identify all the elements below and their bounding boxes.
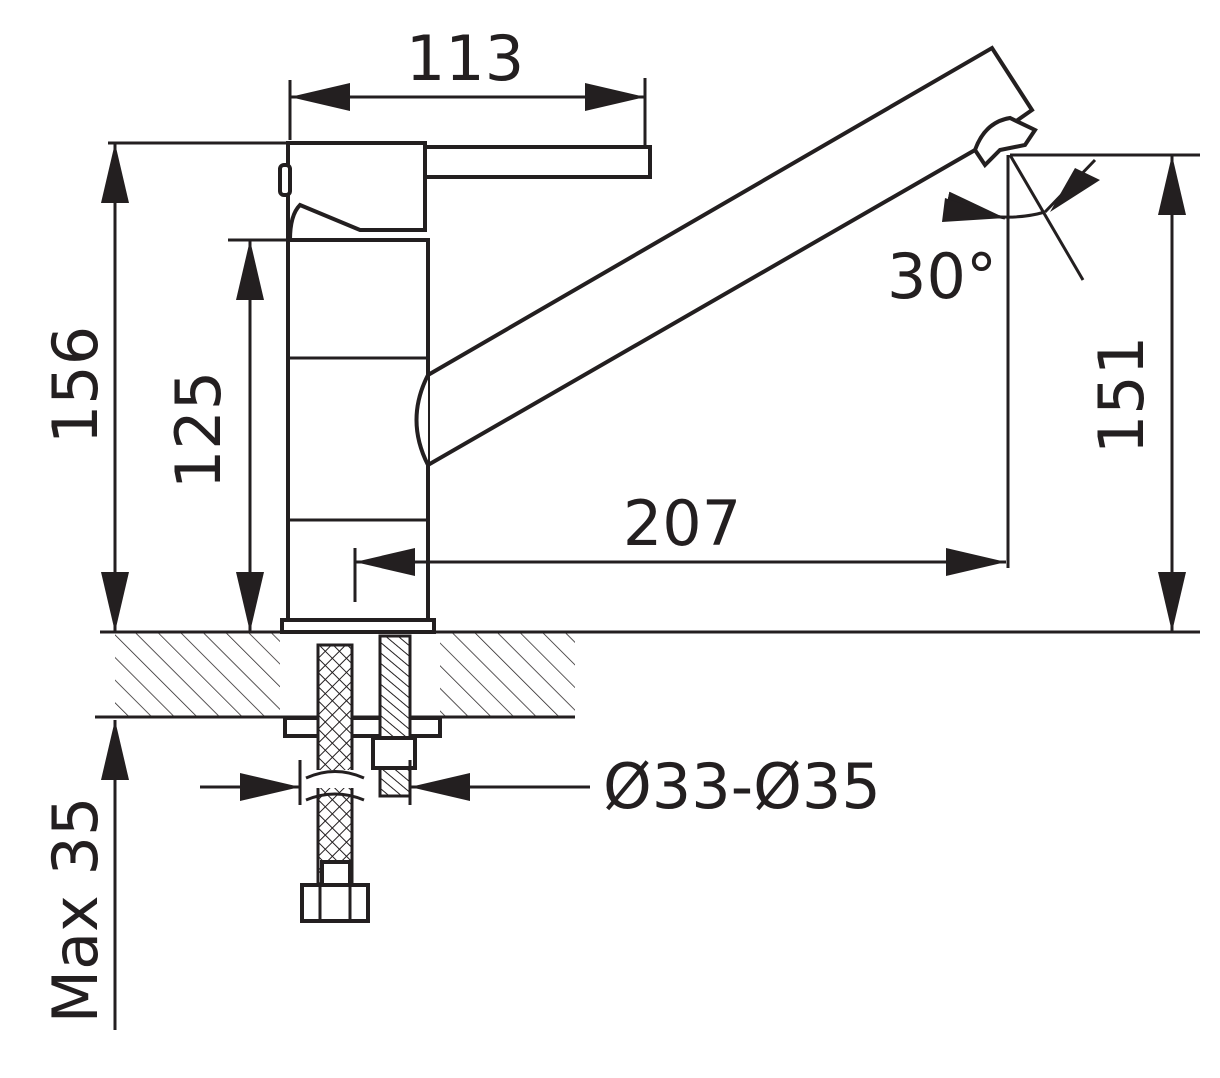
label-hole-diameter: Ø33-Ø35 (603, 750, 881, 823)
dimension-spout-height: 151 (1010, 153, 1200, 632)
label-125: 125 (162, 371, 235, 489)
label-207: 207 (623, 487, 741, 560)
mounting-fittings (283, 634, 442, 923)
dimension-max-thickness: Max 35 (39, 720, 129, 1030)
aerator (972, 115, 1038, 169)
dimension-total-height: 156 (39, 141, 288, 632)
label-156: 156 (39, 326, 112, 444)
label-30-degrees: 30° (887, 240, 997, 313)
label-151: 151 (1085, 336, 1158, 454)
label-113: 113 (406, 22, 524, 95)
label-max-35: Max 35 (39, 797, 112, 1024)
dimension-body-height: 125 (162, 238, 288, 632)
dimension-handle-width: 113 (288, 22, 647, 145)
dimension-hole-diameter: Ø33-Ø35 (200, 750, 881, 823)
dimension-spout-angle: 30° (887, 154, 1100, 313)
countertop (95, 630, 1200, 719)
dimension-spout-reach: 207 (353, 155, 1010, 602)
